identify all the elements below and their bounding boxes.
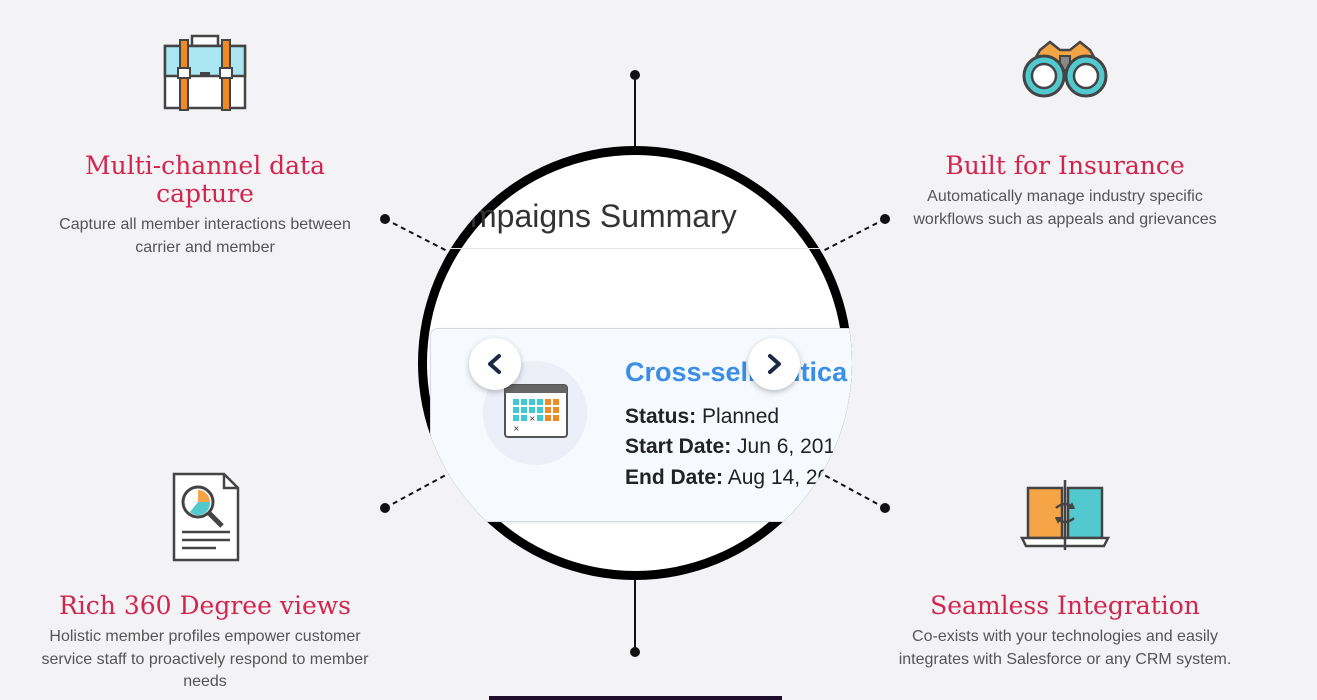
document-search-icon: [172, 472, 240, 562]
carousel-prev-button[interactable]: [469, 338, 521, 390]
feature-rich-360-views: Rich 360 Degree views Holistic member pr…: [35, 470, 375, 694]
sync-devices-icon: [1020, 480, 1110, 550]
feature-title: Built for Insurance: [945, 151, 1185, 180]
feature-description: Automatically manage industry specific w…: [913, 188, 1217, 228]
briefcase-icon: [163, 34, 247, 111]
status-value: Planned: [702, 405, 780, 428]
calendar-icon: × ×: [504, 384, 568, 438]
bottom-bar: [489, 696, 782, 700]
start-date-value: Jun 6, 201: [737, 435, 836, 458]
feature-title: Multi-channel data capture: [85, 151, 325, 208]
magnified-dashboard-lens: mpaigns Summary ×: [418, 146, 852, 580]
end-date-value: Aug 14, 20: [727, 466, 830, 489]
campaign-title[interactable]: Cross-sell Critica: [625, 357, 848, 387]
svg-text:×: ×: [513, 424, 520, 433]
carousel-next-button[interactable]: [748, 338, 800, 390]
campaign-end-date: End Date: Aug 14, 20: [625, 466, 829, 490]
campaigns-summary-title: mpaigns Summary: [470, 198, 737, 234]
feature-built-for-insurance: Built for Insurance Automatically manage…: [895, 30, 1235, 231]
chevron-right-icon: [768, 354, 781, 374]
feature-description: Holistic member profiles empower custome…: [41, 628, 369, 690]
status-label: Status:: [625, 405, 697, 428]
end-date-label: End Date:: [625, 466, 724, 489]
binoculars-icon: [1022, 40, 1108, 98]
svg-text:×: ×: [529, 414, 536, 423]
feature-title: Seamless Integration: [930, 591, 1200, 620]
feature-seamless-integration: Seamless Integration Co-exists with your…: [895, 470, 1235, 671]
start-date-label: Start Date:: [625, 435, 732, 458]
divider: [418, 248, 852, 249]
chevron-left-icon: [488, 354, 501, 374]
feature-multi-channel: Multi-channel data capture Capture all m…: [35, 30, 375, 259]
feature-description: Co-exists with your technologies and eas…: [898, 628, 1232, 668]
feature-title: Rich 360 Degree views: [58, 591, 351, 620]
lens-content: mpaigns Summary ×: [418, 146, 852, 580]
campaign-status: Status: Planned: [625, 405, 779, 429]
feature-description: Capture all member interactions between …: [59, 216, 351, 256]
campaign-start-date: Start Date: Jun 6, 201: [625, 435, 835, 459]
